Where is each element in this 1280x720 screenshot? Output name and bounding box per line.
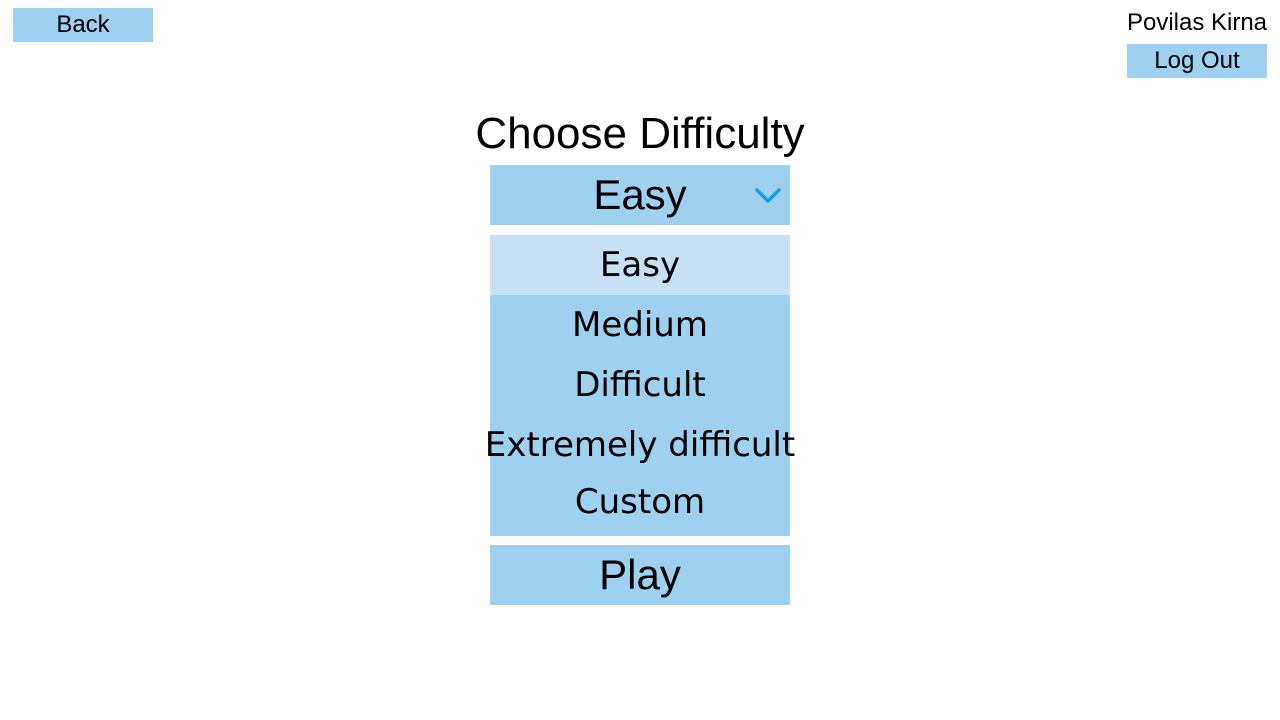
back-button-label: Back (56, 11, 110, 38)
user-name: Povilas Kirna (1126, 9, 1268, 36)
difficulty-option-medium[interactable]: Medium (572, 305, 708, 345)
difficulty-option-extremely-difficult[interactable]: Extremely difficult (484, 425, 796, 465)
logout-button[interactable]: Log Out (1127, 44, 1267, 78)
difficulty-select-value: Easy (593, 171, 687, 218)
page-title: Choose Difficulty (475, 109, 805, 158)
back-button[interactable]: Back (13, 8, 153, 42)
difficulty-option-difficult[interactable]: Difficult (574, 365, 706, 405)
difficulty-option-easy[interactable]: Easy (490, 235, 790, 295)
play-button[interactable]: Play (490, 545, 790, 605)
difficulty-option-custom[interactable]: Custom (574, 482, 706, 522)
difficulty-dropdown-list: Easy Medium Difficult Extremely difficul… (484, 235, 796, 536)
chevron-down-icon (755, 188, 781, 203)
logout-button-label: Log Out (1154, 47, 1240, 74)
play-button-label: Play (599, 551, 681, 598)
difficulty-select[interactable]: Easy (490, 165, 790, 225)
